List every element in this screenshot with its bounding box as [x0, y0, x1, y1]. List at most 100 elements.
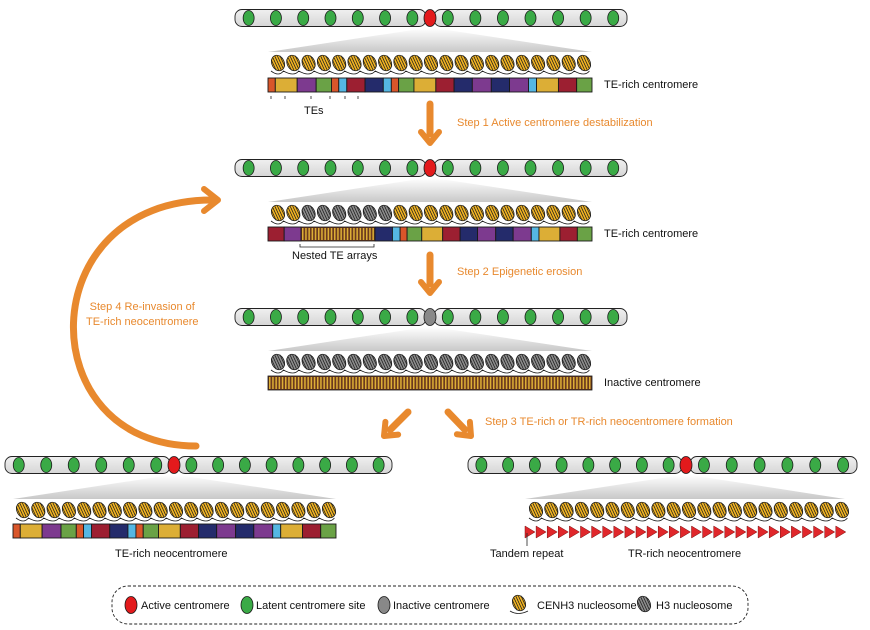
- repeat-stripe: [285, 377, 287, 389]
- te-block: [91, 523, 111, 539]
- nucleosome-stripe: [140, 504, 147, 518]
- chromosome-right-arm: [689, 456, 858, 474]
- active-centromere: [423, 159, 437, 177]
- nucleosome-stripe: [622, 504, 629, 518]
- cenh3-nucleosome-icon: [362, 54, 377, 72]
- nucleosome-stripe: [423, 358, 430, 370]
- chromosome: [234, 9, 628, 27]
- nucleosome-stripe: [629, 502, 635, 514]
- nucleosome-stripe: [469, 209, 476, 221]
- repeat-stripe: [518, 377, 521, 389]
- cenh3-nucleosome-icon: [408, 204, 423, 222]
- cenh3-nucleosome-icon: [306, 501, 321, 519]
- chromosome: [467, 456, 858, 474]
- te-block: [495, 226, 514, 242]
- legend-label-cenh3: CENH3 nucleosome: [537, 600, 637, 612]
- nucleosome-stripe: [297, 502, 304, 516]
- nucleosome-stripe: [201, 504, 208, 518]
- nucleosome-stripe: [172, 503, 180, 517]
- nucleosome-stripe: [539, 354, 546, 366]
- cenh3-nucleosome-icon: [245, 501, 260, 519]
- step4-line1: Step 4 Re-invasion of: [89, 301, 195, 313]
- tandem-repeat-unit: [802, 525, 813, 539]
- nucleosome-stripe: [471, 207, 478, 221]
- repeat-stripe: [343, 228, 346, 240]
- latent-centromere-site: [324, 10, 337, 26]
- te-bar-panel2-right: [374, 226, 593, 242]
- cenh3-nucleosome-icon: [332, 54, 347, 72]
- dna-layer: [12, 77, 847, 546]
- repeat-stripe: [406, 377, 409, 389]
- nucleosome-stripe: [486, 57, 494, 71]
- nucleosome-stripe: [530, 209, 537, 221]
- repeat-stripe: [371, 377, 373, 389]
- latent-centromere-site: [40, 457, 53, 473]
- cenh3-nucleosome-icon: [423, 204, 439, 222]
- repeat-stripe: [409, 377, 412, 389]
- nucleosome-stripe: [578, 207, 585, 221]
- nucleosome-stripe: [651, 506, 657, 518]
- nucleosome-stripe: [292, 55, 299, 69]
- nucleosome-stripe: [264, 503, 272, 517]
- nucleosome-stripe: [561, 504, 568, 518]
- tandem-repeat-unit: [580, 525, 591, 539]
- step4-arrow: [69, 186, 221, 450]
- latent-centromere-site: [292, 457, 305, 473]
- repeat-stripe: [346, 228, 349, 240]
- nucleosome-stripe: [585, 55, 592, 67]
- cenh3-nucleosome-icon: [561, 204, 576, 222]
- nucleosome-stripe: [109, 504, 116, 518]
- zoom-fan: [268, 28, 592, 52]
- nucleosome-stripe: [92, 506, 98, 518]
- nucleosome-stripe: [159, 502, 167, 516]
- nucleosome-stripe: [478, 205, 485, 217]
- nucleosome-stripe: [727, 506, 734, 518]
- nucleosome-stripe: [353, 55, 360, 69]
- nucleosome-stripe: [762, 503, 769, 517]
- nucleosome-stripe: [565, 56, 573, 70]
- nucleosome-stripe: [338, 354, 345, 368]
- cenh3-nucleosome-icon: [651, 501, 666, 519]
- nucleosome-stripe: [356, 354, 362, 366]
- nucleosome-stripe: [262, 504, 269, 518]
- te-bar-panel4: [12, 523, 337, 539]
- repeat-stripe: [445, 377, 447, 389]
- nucleosome-stripe: [548, 207, 555, 221]
- nucleosome-stripe: [315, 502, 321, 514]
- nucleosome-stripe: [519, 56, 527, 70]
- nucleosome-stripe: [506, 55, 513, 69]
- step4-line2: TE-rich neocentromere: [86, 316, 199, 328]
- h3-nucleosome-icon: [332, 204, 347, 222]
- nucleosome-stripe: [22, 502, 29, 516]
- legend-label-latent: Latent centromere site: [256, 600, 365, 612]
- te-block: [135, 523, 144, 539]
- tandem-repeat-unit: [746, 525, 758, 539]
- nucleosome-stripe: [576, 59, 583, 71]
- nucleosome-stripe: [190, 502, 197, 516]
- nucleosome-stripe: [32, 504, 40, 518]
- nucleosome-stripe: [583, 55, 590, 69]
- nucleosome-stripe: [469, 59, 476, 71]
- nucleosome-stripe: [746, 503, 754, 517]
- latent-centromere-site: [662, 457, 675, 473]
- nucleosome-stripe: [485, 209, 491, 221]
- nucleosome-stripe: [524, 205, 530, 217]
- nucleosome-stripe: [567, 55, 575, 69]
- nucleosome-stripe: [37, 502, 44, 516]
- cenh3-nucleosome-icon: [153, 501, 168, 519]
- te-block: [557, 77, 578, 93]
- repeat-stripe: [496, 377, 498, 389]
- repeat-stripe: [400, 377, 402, 389]
- nested-te-array: [300, 226, 376, 242]
- h3-nucleosome-icon: [301, 353, 316, 371]
- nucleosome-stripe: [322, 55, 330, 69]
- nucleosome-stripe: [598, 502, 605, 514]
- cenh3-nucleosome-icon: [184, 501, 199, 519]
- nucleosome-stripe: [274, 56, 282, 70]
- h3-nucleosome-icon: [515, 353, 530, 371]
- te-block: [127, 523, 137, 539]
- nucleosome-stripe: [659, 502, 666, 514]
- nucleosome-stripe: [393, 209, 399, 221]
- nucleosome-stripe: [279, 205, 286, 217]
- latent-centromere-site: [837, 457, 849, 473]
